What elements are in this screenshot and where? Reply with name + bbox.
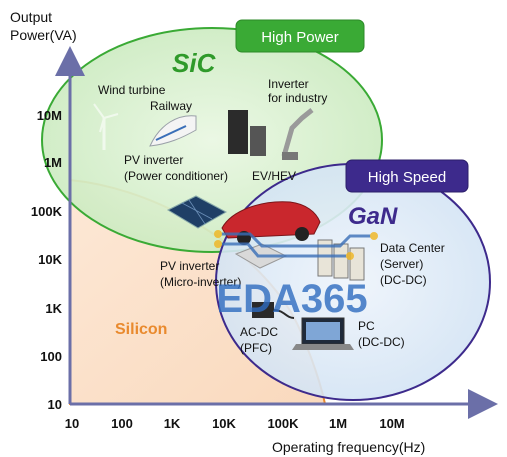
y-tick-label: 100K (31, 204, 63, 219)
ac-dc-label-line2: (PFC) (240, 341, 272, 355)
sic-label: SiC (172, 48, 217, 78)
ac-dc-label-line1: AC-DC (240, 325, 278, 339)
data-center-label-line2: (Server) (380, 257, 423, 271)
wind-turbine-icon (93, 103, 119, 150)
y-axis-ticks: 10M 1M 100K 10K 1K 100 10 (31, 108, 63, 412)
x-tick-label: 1M (329, 416, 347, 431)
x-tick-label: 100 (111, 416, 133, 431)
railway-train-icon (149, 115, 197, 147)
high-speed-badge-label: High Speed (368, 169, 446, 186)
watermark: EDA365 (214, 230, 378, 321)
y-tick-label: 10M (37, 108, 62, 123)
data-center-label-line3: (DC-DC) (380, 273, 427, 287)
x-axis-ticks: 10 100 1K 10K 100K 1M 10M (65, 416, 405, 431)
railway-label: Railway (150, 99, 192, 113)
y-tick-label: 100 (40, 349, 62, 364)
pv-inverter-pc-label-line2: (Power conditioner) (124, 169, 228, 183)
y-tick-label: 10K (38, 252, 62, 267)
watermark-label: EDA365 (216, 277, 367, 321)
application-labels: Wind turbine Railway Inverter for indust… (98, 77, 445, 355)
inverter-industry-icon (228, 108, 314, 160)
high-speed-badge: High Speed (345, 159, 469, 193)
x-tick-label: 10M (379, 416, 404, 431)
ac-dc-adapter-icon (252, 302, 295, 319)
x-tick-label: 1K (164, 416, 181, 431)
ev-hev-label: EV/HEV (252, 169, 296, 183)
y-tick-label: 1K (45, 301, 62, 316)
silicon-label: Silicon (115, 321, 167, 338)
pc-laptop-icon (292, 317, 354, 350)
x-tick-label: 10 (65, 416, 79, 431)
pc-label-line2: (DC-DC) (358, 335, 405, 349)
inverter-industry-label-line2: for industry (268, 91, 327, 105)
pv-micro-label-line1: PV inverter (160, 259, 219, 273)
x-tick-label: 10K (212, 416, 236, 431)
y-axis-title-line1: Output (10, 9, 52, 25)
wind-turbine-label: Wind turbine (98, 83, 166, 97)
solar-panel-icon (166, 195, 228, 229)
high-power-badge-label: High Power (261, 29, 339, 46)
x-tick-label: 100K (267, 416, 299, 431)
y-tick-label: 10 (48, 397, 62, 412)
pv-inverter-pc-label-line1: PV inverter (124, 153, 183, 167)
y-tick-label: 1M (44, 155, 62, 170)
high-power-badge: High Power (235, 19, 365, 53)
x-axis-title: Operating frequency(Hz) (272, 439, 425, 455)
pc-label-line1: PC (358, 319, 375, 333)
inverter-industry-label-line1: Inverter (268, 77, 309, 91)
data-center-label-line1: Data Center (380, 241, 445, 255)
y-axis-title-line2: Power(VA) (10, 27, 77, 43)
gan-label: GaN (348, 203, 398, 230)
pv-micro-label-line2: (Micro-inverter) (160, 275, 241, 289)
